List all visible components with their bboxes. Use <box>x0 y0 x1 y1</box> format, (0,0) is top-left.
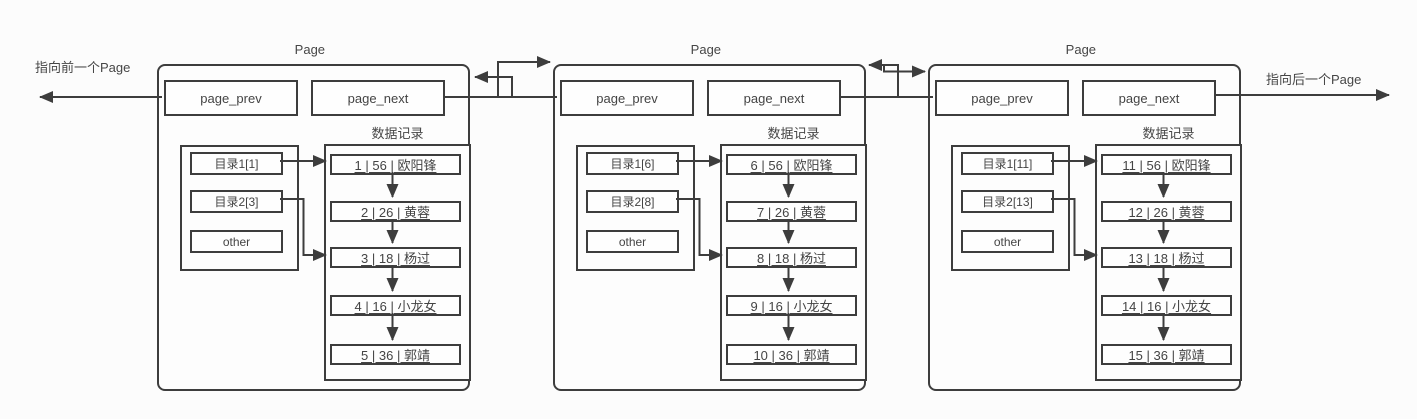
page-node-3: Page page_prev page_next 数据记录 目录1[11] 目录… <box>928 42 1242 391</box>
record-row: 9 | 16 | 小龙女 <box>726 295 857 316</box>
record-row: 1 | 56 | 欧阳锋 <box>330 154 461 175</box>
records-container: 1 | 56 | 欧阳锋 2 | 26 | 黄蓉 3 | 18 | 杨过 4 |… <box>324 144 471 381</box>
record-row: 2 | 26 | 黄蓉 <box>330 201 461 222</box>
records-title: 数据记录 <box>1142 126 1195 141</box>
page-node-2: Page page_prev page_next 数据记录 目录1[6] 目录2… <box>553 42 867 391</box>
directory-container: 目录1[6] 目录2[8] other <box>576 145 695 271</box>
records-container: 6 | 56 | 欧阳锋 7 | 26 | 黄蓉 8 | 18 | 杨过 9 |… <box>720 144 867 381</box>
prev-page-pointer-label: 指向前一个Page <box>35 60 131 75</box>
page-container: page_prev page_next 数据记录 目录1[11] 目录2[13]… <box>928 64 1242 391</box>
directory-slot-other: other <box>586 230 679 253</box>
page-next-box: page_next <box>311 80 445 116</box>
directory-container: 目录1[1] 目录2[3] other <box>180 145 299 271</box>
page-prev-box: page_prev <box>560 80 694 116</box>
directory-slot-2: 目录2[3] <box>190 190 283 213</box>
records-title: 数据记录 <box>767 126 820 141</box>
record-row: 8 | 18 | 杨过 <box>726 247 857 268</box>
records-title: 数据记录 <box>371 126 424 141</box>
page-container: page_prev page_next 数据记录 目录1[1] 目录2[3] o… <box>157 64 471 391</box>
record-row: 13 | 18 | 杨过 <box>1101 247 1232 268</box>
next-page-pointer-label: 指向后一个Page <box>1266 72 1362 87</box>
record-row: 5 | 36 | 郭靖 <box>330 344 461 365</box>
page-next-box: page_next <box>1082 80 1216 116</box>
page-next-box: page_next <box>707 80 841 116</box>
page-title: Page <box>690 42 722 57</box>
page-title: Page <box>294 42 326 57</box>
record-row: 15 | 36 | 郭靖 <box>1101 344 1232 365</box>
directory-slot-other: other <box>190 230 283 253</box>
directory-slot-other: other <box>961 230 1054 253</box>
records-container: 11 | 56 | 欧阳锋 12 | 26 | 黄蓉 13 | 18 | 杨过 … <box>1095 144 1242 381</box>
page-title: Page <box>1065 42 1097 57</box>
page-prev-box: page_prev <box>164 80 298 116</box>
record-row: 6 | 56 | 欧阳锋 <box>726 154 857 175</box>
directory-slot-1: 目录1[6] <box>586 152 679 175</box>
directory-slot-1: 目录1[11] <box>961 152 1054 175</box>
page-container: page_prev page_next 数据记录 目录1[6] 目录2[8] o… <box>553 64 867 391</box>
record-row: 7 | 26 | 黄蓉 <box>726 201 857 222</box>
record-row: 4 | 16 | 小龙女 <box>330 295 461 316</box>
directory-slot-2: 目录2[8] <box>586 190 679 213</box>
record-row: 3 | 18 | 杨过 <box>330 247 461 268</box>
record-row: 12 | 26 | 黄蓉 <box>1101 201 1232 222</box>
directory-container: 目录1[11] 目录2[13] other <box>951 145 1070 271</box>
directory-slot-2: 目录2[13] <box>961 190 1054 213</box>
record-row: 10 | 36 | 郭靖 <box>726 344 857 365</box>
directory-slot-1: 目录1[1] <box>190 152 283 175</box>
record-row: 14 | 16 | 小龙女 <box>1101 295 1232 316</box>
page-prev-box: page_prev <box>935 80 1069 116</box>
record-row: 11 | 56 | 欧阳锋 <box>1101 154 1232 175</box>
page-node-1: Page page_prev page_next 数据记录 目录1[1] 目录2… <box>157 42 471 391</box>
